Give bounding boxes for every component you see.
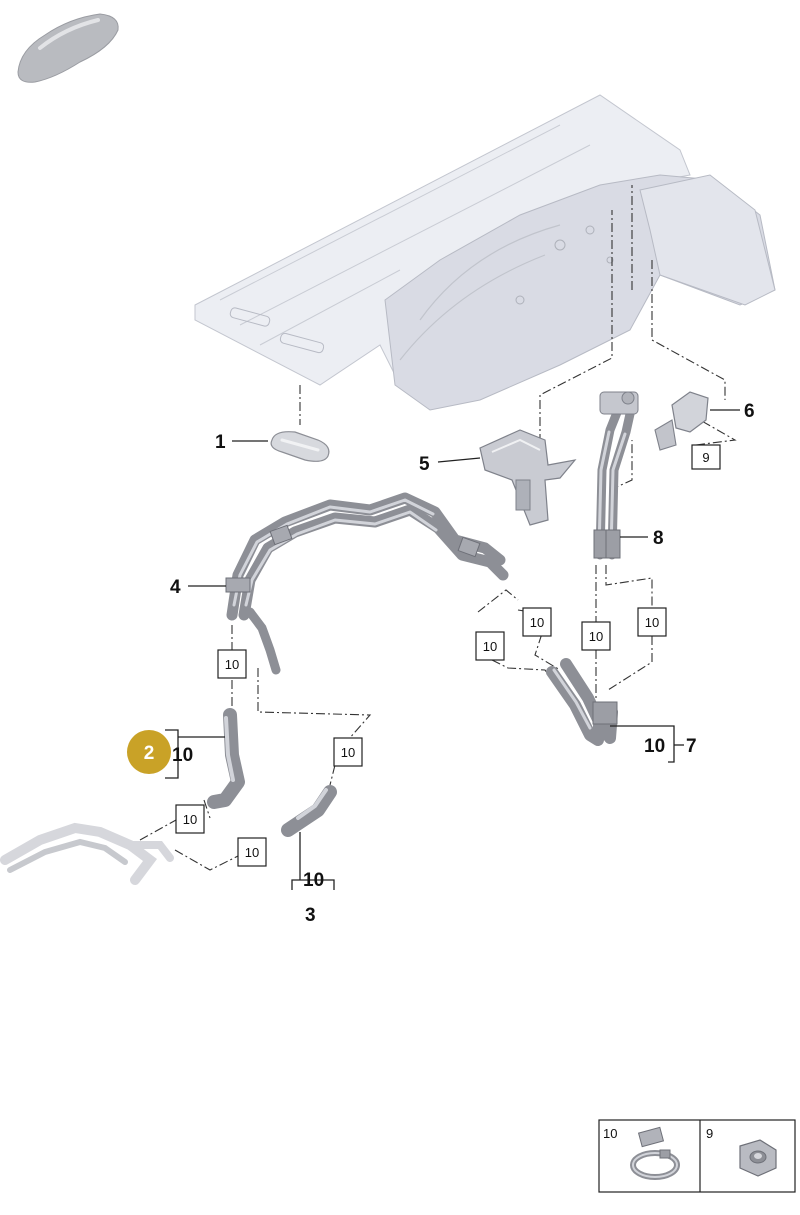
ref-box-10-b: 10 (475, 631, 505, 661)
part-2-hose (207, 708, 245, 809)
callout-7: 7 (686, 736, 697, 757)
hex-nut-icon (739, 1139, 777, 1177)
legend-label-9: 9 (706, 1126, 713, 1141)
svg-text:10: 10 (225, 657, 239, 672)
ref-box-10-a: 10 (217, 649, 247, 679)
svg-text:10: 10 (589, 629, 603, 644)
callout-7-sub-10: 10 (644, 736, 665, 757)
leader-lines (165, 409, 740, 890)
ref-box-10-d: 10 (581, 621, 611, 651)
callout-6: 6 (744, 401, 755, 422)
ref-box-10-g: 10 (175, 804, 205, 834)
svg-text:10: 10 (183, 812, 197, 827)
adjacent-pipe-assembly (0, 822, 174, 885)
ref-box-9: 9 (691, 444, 721, 470)
svg-text:10: 10 (245, 845, 259, 860)
part-1-plug (270, 431, 330, 462)
part-6-bracket (654, 391, 709, 451)
callout-5: 5 (419, 454, 430, 475)
ref-box-10-c: 10 (522, 607, 552, 637)
legend-table: 10 9 (598, 1119, 796, 1193)
part-8-vertical-pipes (593, 391, 639, 560)
svg-text:10: 10 (645, 615, 659, 630)
callout-2: 2 (144, 743, 155, 764)
svg-text:10: 10 (530, 615, 544, 630)
callout-labels: 1 5 6 8 4 10 10 7 10 3 (170, 401, 755, 926)
callout-2-badge[interactable]: 2 (127, 730, 171, 774)
part-5-bracket (479, 429, 577, 526)
part-7-hose (546, 658, 618, 746)
car-thumbnail-icon (17, 13, 119, 83)
underbody-floor-panel (194, 94, 776, 411)
svg-text:10: 10 (483, 639, 497, 654)
callout-1: 1 (215, 432, 226, 453)
part-3-hose (281, 785, 337, 837)
legend-label-10: 10 (603, 1126, 617, 1141)
callout-2-sub-10: 10 (172, 745, 193, 766)
ref-box-10-h: 10 (237, 837, 267, 867)
hose-clamp-icon (630, 1126, 680, 1180)
ref-box-10-f: 10 (333, 737, 363, 767)
svg-text:10: 10 (341, 745, 355, 760)
callout-3-sub-10: 10 (303, 870, 324, 891)
callout-4: 4 (170, 577, 181, 598)
callout-3: 3 (305, 905, 316, 926)
ref-box-10-e: 10 (637, 607, 667, 637)
part-4-pipe-assembly (225, 492, 509, 675)
callout-8: 8 (653, 528, 664, 549)
svg-text:9: 9 (702, 450, 709, 465)
